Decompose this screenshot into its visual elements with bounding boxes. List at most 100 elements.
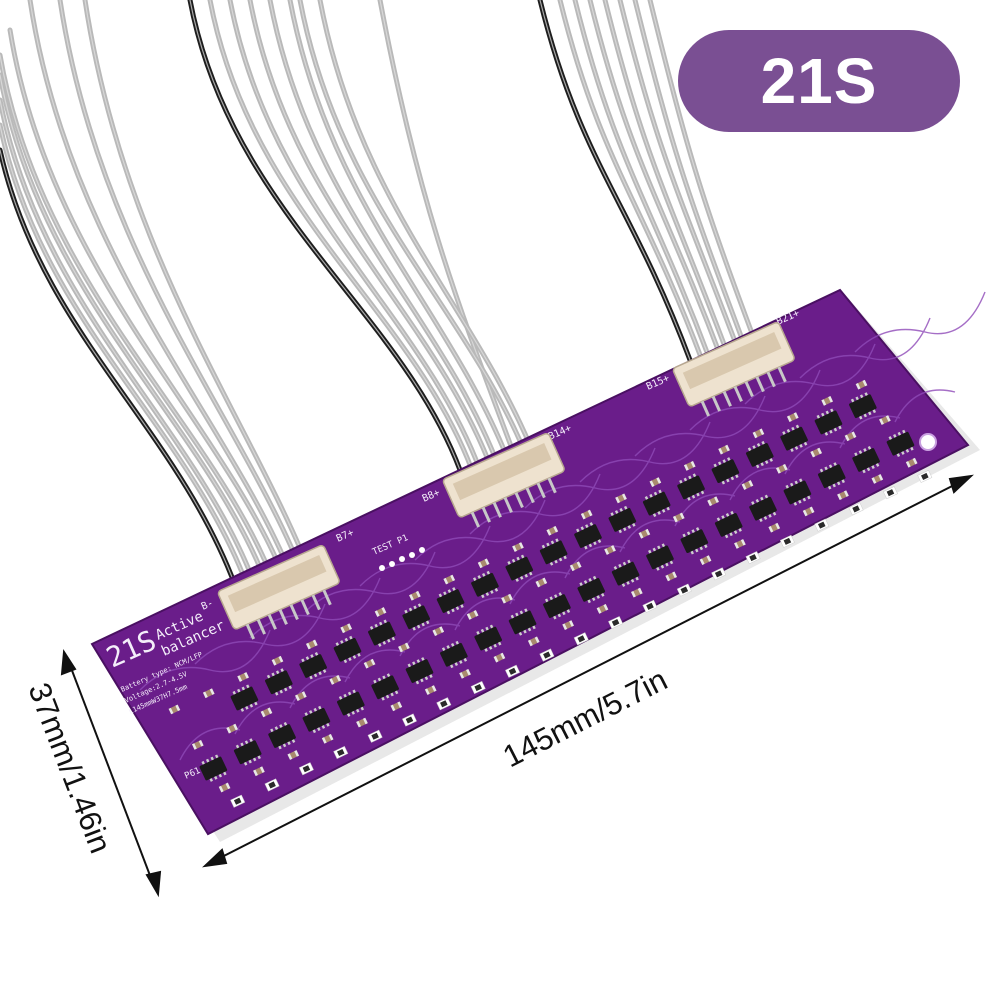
component <box>202 688 215 699</box>
wire-highlight <box>604 0 731 361</box>
component <box>535 577 548 588</box>
pcb-surface <box>90 288 970 836</box>
component <box>611 559 640 587</box>
component <box>604 545 616 555</box>
length-dimension <box>202 474 974 868</box>
component <box>436 587 465 615</box>
component <box>253 766 265 777</box>
component <box>432 626 445 637</box>
connector-right <box>672 322 795 417</box>
trace <box>579 421 711 483</box>
component <box>271 655 284 666</box>
trace <box>854 291 986 353</box>
wire-highlight <box>269 0 501 471</box>
component <box>642 599 658 613</box>
wire-bundle-right <box>537 0 765 363</box>
component <box>649 477 662 487</box>
component <box>295 691 307 701</box>
component <box>363 658 376 669</box>
component <box>337 689 365 717</box>
component <box>677 473 705 501</box>
trace <box>799 317 931 379</box>
wire-highlight <box>9 29 288 586</box>
wire-highlight <box>209 0 473 471</box>
wire-highlight <box>379 0 521 471</box>
component <box>424 685 437 695</box>
connector-left <box>217 545 340 640</box>
component <box>905 457 918 468</box>
wire <box>82 0 318 588</box>
component <box>745 440 774 469</box>
trace <box>414 499 546 561</box>
label-b-minus: B- <box>200 598 215 613</box>
series-count-badge: 21S <box>678 30 960 132</box>
component <box>543 592 571 620</box>
wire-highlight <box>0 99 256 586</box>
component <box>168 704 181 715</box>
trace <box>744 343 876 405</box>
wire-highlight <box>539 0 691 361</box>
component <box>802 506 815 517</box>
component <box>569 561 582 572</box>
component <box>779 534 795 548</box>
connector-middle <box>442 433 565 528</box>
wire-highlight <box>29 0 296 586</box>
component <box>218 782 231 793</box>
wire-highlight <box>319 0 541 471</box>
trace <box>344 649 406 683</box>
component <box>848 502 864 516</box>
component <box>368 619 396 647</box>
wire-bundle-middle <box>187 0 543 473</box>
component <box>233 738 262 766</box>
trace <box>304 551 436 613</box>
component <box>199 754 228 782</box>
component <box>879 415 891 425</box>
trace <box>509 571 571 605</box>
component <box>466 610 479 620</box>
component <box>672 512 685 523</box>
component <box>734 539 746 549</box>
wire-highlight <box>299 0 533 471</box>
component <box>745 551 761 565</box>
component <box>562 620 574 630</box>
component <box>471 570 499 599</box>
component <box>573 632 589 646</box>
component <box>821 396 833 406</box>
component <box>638 528 651 539</box>
component <box>493 652 506 663</box>
component <box>459 668 471 679</box>
component <box>443 574 456 585</box>
component <box>849 392 877 420</box>
wire-bundle-left <box>0 0 318 588</box>
component <box>539 538 568 566</box>
trace <box>784 441 846 475</box>
component <box>683 461 696 471</box>
wire-highlight <box>559 0 703 361</box>
wire <box>287 0 515 473</box>
wire-highlight <box>189 0 461 471</box>
wire-highlight <box>0 54 276 586</box>
component <box>882 486 898 500</box>
wire-highlight <box>619 0 743 361</box>
wire-highlight <box>634 0 751 361</box>
component <box>470 681 486 695</box>
component <box>230 684 259 712</box>
component <box>546 525 559 536</box>
component <box>306 639 318 650</box>
component <box>680 527 709 555</box>
component <box>718 444 730 455</box>
component <box>356 717 368 728</box>
component <box>837 490 849 501</box>
component <box>783 478 812 506</box>
component <box>855 379 868 390</box>
component <box>390 701 403 712</box>
component <box>768 522 781 533</box>
wire-highlight <box>574 0 711 361</box>
wire-highlight <box>649 0 763 361</box>
mount-hole <box>919 433 937 451</box>
component <box>333 635 362 664</box>
component <box>474 624 502 652</box>
trace <box>194 603 326 665</box>
component <box>631 587 643 598</box>
component <box>580 509 593 520</box>
